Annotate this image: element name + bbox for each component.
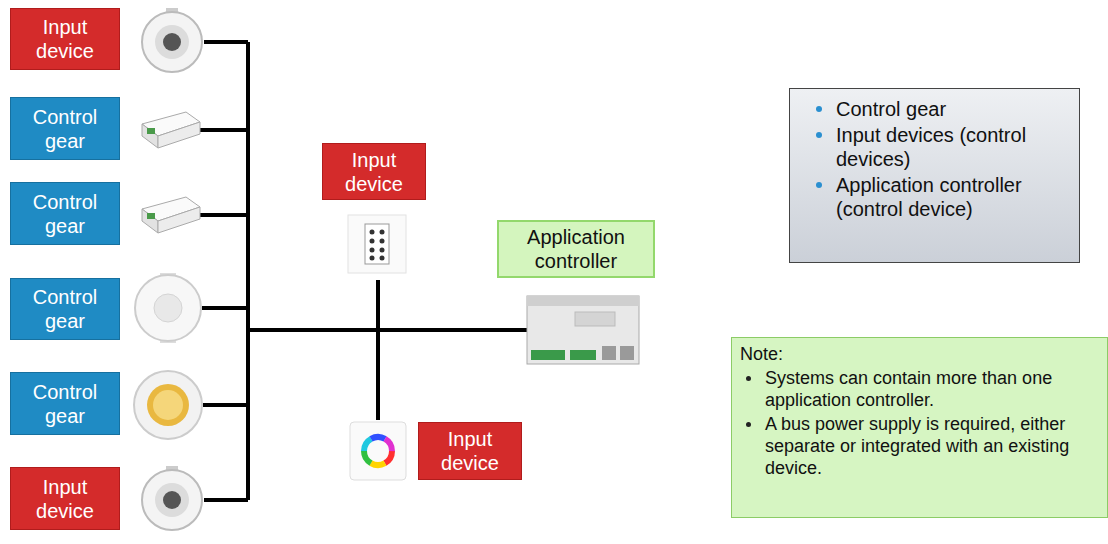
node-text: Control gear xyxy=(16,285,114,333)
node-text: Input device xyxy=(424,427,516,475)
node-text: Control gear xyxy=(16,380,114,428)
input-device-box: Input device xyxy=(322,143,426,200)
note-box: Note:Systems can contain more than one a… xyxy=(731,337,1108,518)
node-text: A bus power supply is required, either s… xyxy=(765,414,1093,480)
ballast-icon xyxy=(142,112,200,148)
led-module-icon xyxy=(134,371,202,439)
control-gear-box: Control gear xyxy=(10,182,120,245)
keypad-icon xyxy=(348,215,406,273)
control-gear-box: Control gear xyxy=(10,97,120,160)
bullet-dot xyxy=(816,106,822,112)
bullet-dot xyxy=(746,422,751,427)
bullet-item: Input devices (control devices) xyxy=(810,123,1067,171)
node-text: Control gear xyxy=(16,190,114,238)
bullet-item: Systems can contain more than one applic… xyxy=(740,368,1093,412)
node-text: Control gear xyxy=(16,105,114,153)
node-text: Input device xyxy=(16,15,114,63)
bullet-item: A bus power supply is required, either s… xyxy=(740,414,1093,480)
bullet-dot xyxy=(816,132,822,138)
control-gear-box: Control gear xyxy=(10,278,120,340)
application-controller-box: Application controller xyxy=(497,220,655,278)
input-device-box: Input device xyxy=(10,8,120,70)
node-text: Application controller xyxy=(504,225,648,273)
input-device-box: Input device xyxy=(10,467,120,530)
input-device-box: Input device xyxy=(418,422,522,480)
controller-icon xyxy=(527,296,639,364)
bullet-item: Control gear xyxy=(810,97,1067,121)
downlight-module-icon xyxy=(135,273,201,343)
bullet-dot xyxy=(746,376,751,381)
node-text: Note: xyxy=(740,344,1093,366)
bullet-dot xyxy=(816,182,822,188)
node-text: Input device xyxy=(16,475,114,523)
summary-box: Control gearInput devices (control devic… xyxy=(789,88,1080,263)
ballast-icon xyxy=(142,197,200,233)
node-text: Application controller (control device) xyxy=(836,173,1067,221)
node-text: Control gear xyxy=(836,97,946,121)
color-wheel-icon xyxy=(350,422,406,480)
node-text: Systems can contain more than one applic… xyxy=(765,368,1093,412)
bullet-item: Application controller (control device) xyxy=(810,173,1067,221)
node-text: Input devices (control devices) xyxy=(836,123,1067,171)
control-gear-box: Control gear xyxy=(10,372,120,435)
sensor-icon xyxy=(142,8,202,72)
node-text: Input device xyxy=(328,148,420,196)
sensor-icon xyxy=(142,466,202,530)
bus-wires xyxy=(200,42,527,500)
